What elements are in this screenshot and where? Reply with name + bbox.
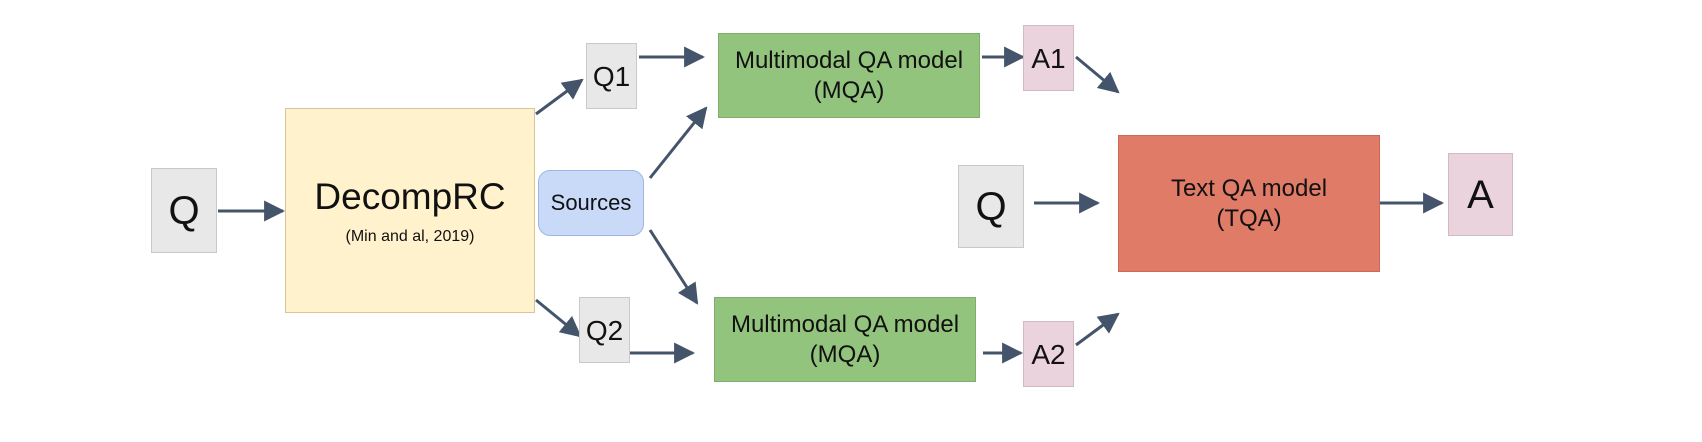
arrow-a1-to-tqa <box>1075 55 1120 94</box>
final-answer-box: A <box>1448 153 1513 236</box>
subquestion-q2-label: Q2 <box>585 314 624 346</box>
decomprc-citation: (Min and al, 2019) <box>345 227 475 245</box>
answer-a1-label: A1 <box>1031 42 1066 74</box>
mqa-top-line2: (MQA) <box>813 76 885 104</box>
subquestion-q1-label: Q1 <box>592 60 631 92</box>
arrow-a2-to-tqa <box>1075 312 1120 347</box>
text-qa-model-box: Text QA model (TQA) <box>1118 135 1380 272</box>
arrow-decomp-to-q1 <box>535 78 584 116</box>
arrow-sources-to-mqa-bottom <box>648 229 699 305</box>
question-input-box: Q <box>151 168 217 253</box>
question-input-label: Q <box>168 188 200 233</box>
answer-a1-box: A1 <box>1023 25 1074 91</box>
decomprc-title: DecompRC <box>314 176 506 218</box>
subquestion-q1-box: Q1 <box>586 43 637 109</box>
final-answer-label: A <box>1467 172 1494 217</box>
answer-a2-box: A2 <box>1023 321 1074 387</box>
arrow-decomp-to-q2 <box>535 298 582 338</box>
subquestion-q2-box: Q2 <box>579 297 630 363</box>
decomprc-box: DecompRC (Min and al, 2019) <box>285 108 535 313</box>
question-text-label: Q <box>975 184 1007 229</box>
sources-label: Sources <box>550 190 632 216</box>
text-qa-line1: Text QA model <box>1170 174 1328 202</box>
mqa-bottom-line1: Multimodal QA model <box>730 310 960 338</box>
sources-box: Sources <box>538 170 644 236</box>
arrow-sources-to-mqa-top <box>648 106 708 179</box>
text-qa-line2: (TQA) <box>1216 204 1282 232</box>
question-text-box: Q <box>958 165 1024 248</box>
mqa-top-box: Multimodal QA model (MQA) <box>718 33 980 118</box>
mqa-bottom-box: Multimodal QA model (MQA) <box>714 297 976 382</box>
mqa-top-line1: Multimodal QA model <box>734 46 964 74</box>
answer-a2-label: A2 <box>1031 338 1066 370</box>
mqa-bottom-line2: (MQA) <box>809 340 881 368</box>
